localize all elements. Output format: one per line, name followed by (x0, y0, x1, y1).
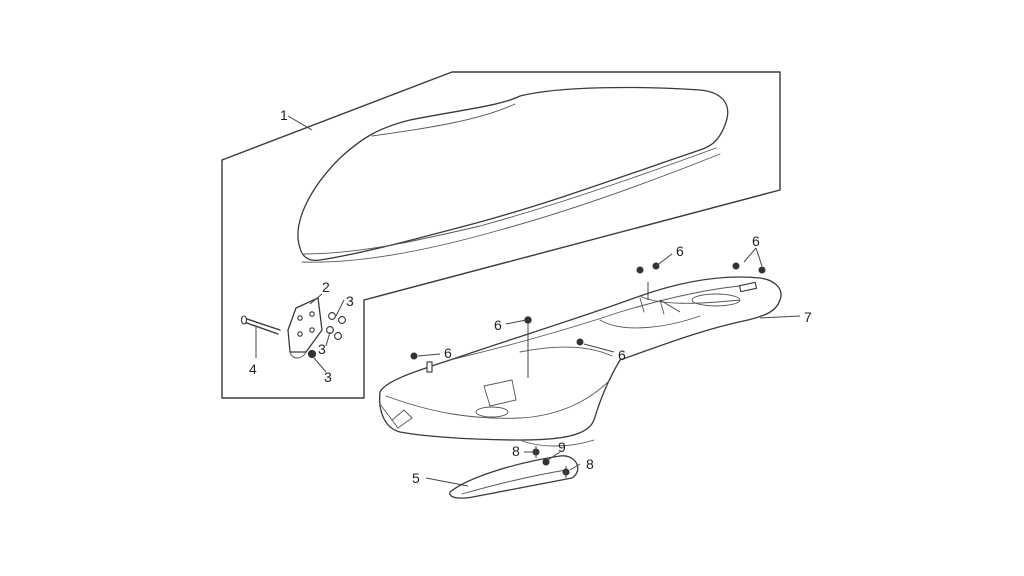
mudguard-part-5 (449, 455, 579, 499)
callout-6b: 6 (618, 347, 626, 363)
callout-2: 2 (322, 279, 330, 295)
callout-6d: 6 (676, 243, 684, 259)
callout-5: 5 (412, 470, 420, 486)
nuts-part-3 (307, 312, 346, 359)
callout-1: 1 (280, 107, 288, 123)
callout-3a: 3 (346, 293, 354, 309)
callout-leaders (287, 115, 801, 487)
callout-9: 9 (558, 439, 566, 455)
callout-3b: 3 (318, 341, 326, 357)
callout-8a: 8 (512, 443, 520, 459)
seat-part-1 (297, 86, 729, 263)
callout-4: 4 (249, 361, 257, 377)
callout-3c: 3 (324, 369, 332, 385)
callout-6c: 6 (444, 345, 452, 361)
callout-8b: 8 (586, 456, 594, 472)
callout-6a: 6 (494, 317, 502, 333)
bolt-part-4 (240, 315, 281, 358)
callout-7: 7 (804, 309, 812, 325)
luggage-box-part-7 (378, 276, 782, 447)
seat-assembly-boundary (221, 71, 781, 399)
bolts-part-8-washer-part-9 (532, 446, 570, 478)
hinge-bracket-part-2 (287, 297, 323, 359)
callout-6e: 6 (752, 233, 760, 249)
